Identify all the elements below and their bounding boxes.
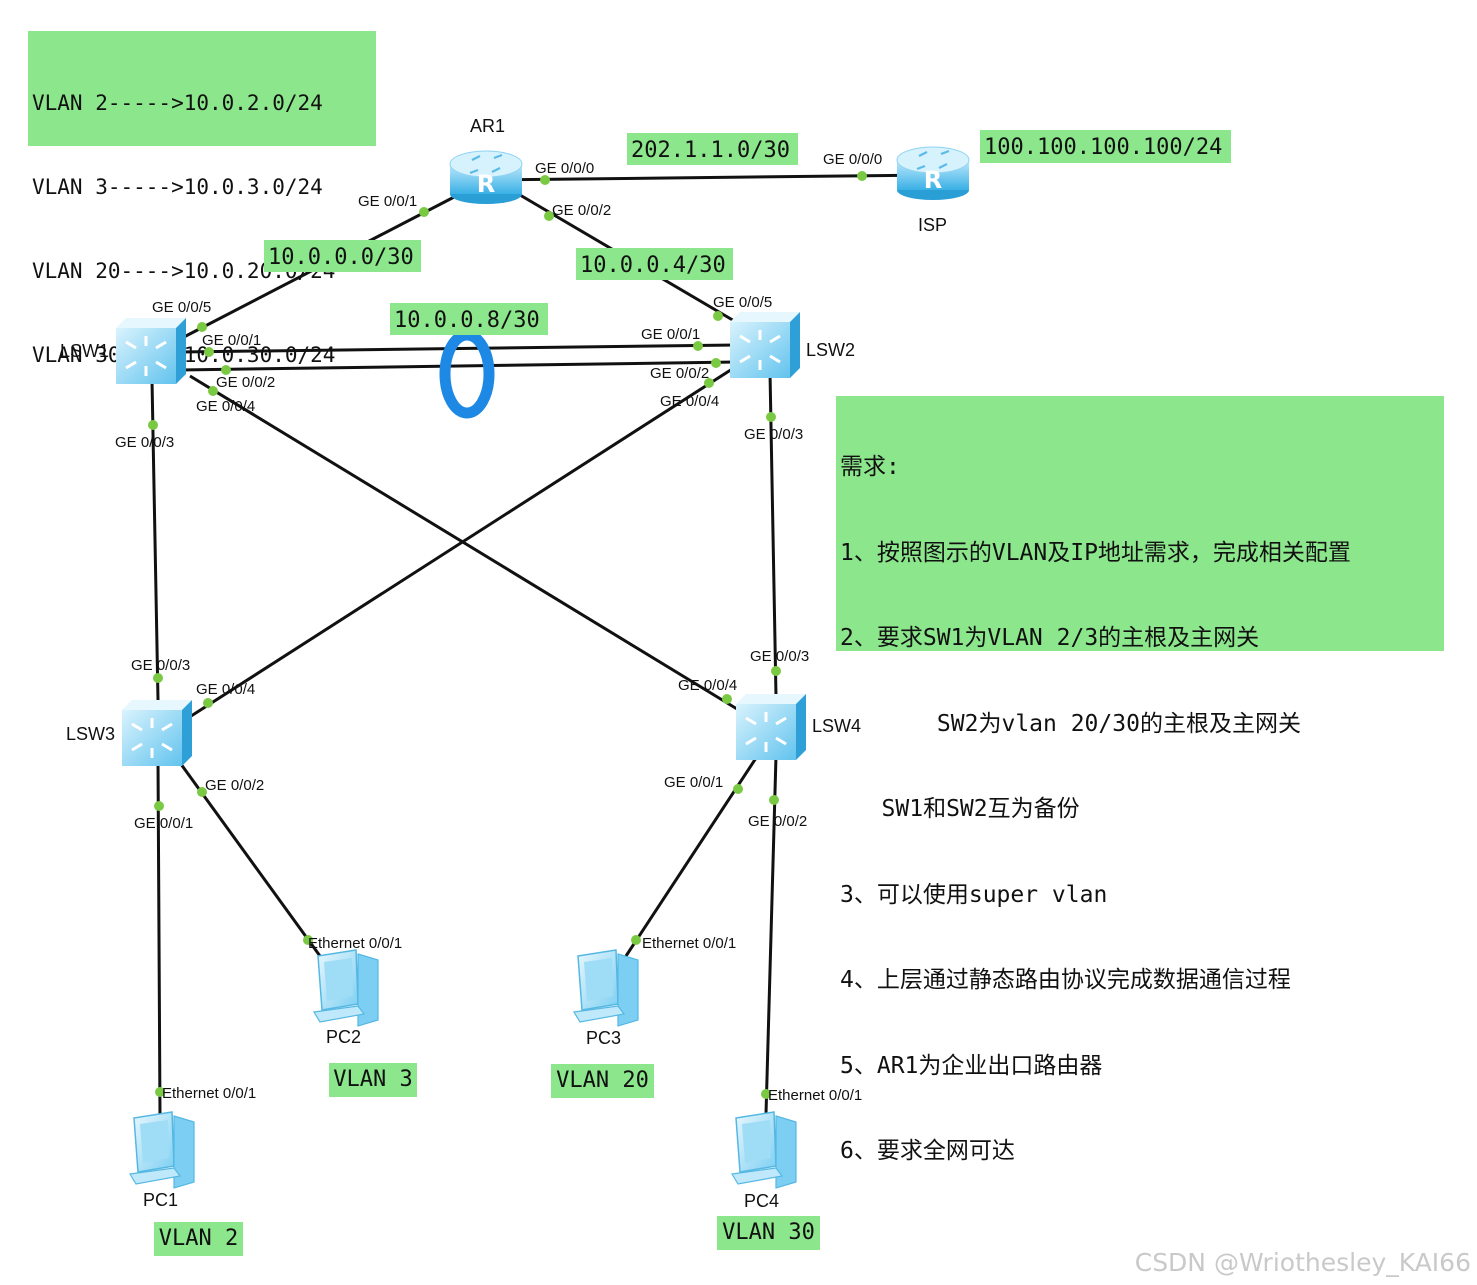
requirement-item: SW2为vlan 20/30的主根及主网关 [840, 710, 1301, 737]
port-label: Ethernet 0/0/1 [768, 1087, 862, 1104]
port-dots [148, 171, 867, 1099]
port-label: GE 0/0/2 [650, 365, 709, 382]
link-ar1-isp [489, 173, 931, 182]
label-lsw4: LSW4 [812, 716, 861, 736]
pc2-icon [313, 949, 379, 1027]
requirement-item: 4、上层通过静态路由协议完成数据通信过程 [840, 967, 1291, 993]
port-label: GE 0/0/3 [750, 648, 809, 665]
requirement-item: 1、按照图示的VLAN及IP地址需求，完成相关配置 [840, 539, 1351, 566]
subnet-ar1-isp: 202.1.1.0/30 [631, 138, 790, 163]
vlan-map-line: VLAN 2----->10.0.2.0/24 [32, 91, 323, 115]
port-label: GE 0/0/1 [358, 193, 417, 210]
port-label: GE 0/0/3 [115, 434, 174, 451]
requirements-note: 需求: 1、按照图示的VLAN及IP地址需求，完成相关配置 2、要求SW1为VL… [836, 396, 1444, 1164]
requirement-item: 3、可以使用super vlan [840, 881, 1108, 908]
vlan-tag-pc1: VLAN 2 [154, 1222, 243, 1256]
port-label: Ethernet 0/0/1 [308, 935, 402, 952]
link-lsw1-lsw2-b [179, 360, 737, 372]
port-label: GE 0/0/2 [552, 202, 611, 219]
router-ar1-icon [448, 149, 524, 206]
port-label: GE 0/0/1 [641, 326, 700, 343]
port-label: GE 0/0/1 [664, 774, 723, 791]
eth-trunk-icon [439, 329, 495, 419]
port-label: GE 0/0/2 [216, 374, 275, 391]
switch-lsw4-icon [734, 692, 808, 762]
port-label: Ethernet 0/0/1 [642, 935, 736, 952]
link-lsw3-pc1 [156, 759, 162, 1117]
subnet-lsw1-lsw2: 10.0.0.8/30 [394, 308, 540, 333]
port-label: GE 0/0/5 [152, 299, 211, 316]
label-lsw2: LSW2 [806, 340, 855, 360]
requirement-item: 2、要求SW1为VLAN 2/3的主根及主网关 [840, 625, 1260, 651]
label-isp: ISP [918, 215, 947, 235]
vlan-tag-pc2: VLAN 3 [329, 1063, 417, 1097]
link-lsw1-lsw4 [189, 374, 743, 714]
pc3-icon [573, 949, 639, 1027]
port-label: GE 0/0/3 [131, 657, 190, 674]
port-label: GE 0/0/0 [535, 160, 594, 177]
label-pc2: PC2 [326, 1027, 361, 1047]
port-label: GE 0/0/4 [196, 398, 255, 415]
link-lsw1-lsw2-a [179, 343, 737, 354]
link-lsw1-lsw3 [150, 379, 160, 701]
port-label: GE 0/0/4 [660, 393, 719, 410]
port-label: GE 0/0/1 [202, 332, 261, 349]
port-label: GE 0/0/5 [713, 294, 772, 311]
requirement-item: 6、要求全网可达 [840, 1138, 1015, 1164]
vlan-tag-pc4: VLAN 30 [717, 1216, 820, 1250]
link-lsw2-lsw4 [768, 371, 778, 697]
port-label: GE 0/0/1 [134, 815, 193, 832]
port-label: GE 0/0/2 [205, 777, 264, 794]
label-pc3: PC3 [586, 1028, 621, 1048]
router-isp-icon [895, 145, 971, 202]
link-lsw4-pc4 [764, 755, 778, 1115]
port-label: GE 0/0/4 [196, 681, 255, 698]
port-label: GE 0/0/4 [678, 677, 737, 694]
watermark: CSDN @Wriothesley_KAI66 [1134, 1248, 1471, 1277]
requirements-heading: 需求: [840, 454, 900, 480]
label-lsw1: LSW1 [60, 341, 109, 361]
port-label: GE 0/0/3 [744, 426, 803, 443]
switch-lsw3-icon [120, 698, 194, 768]
pc1-icon [129, 1111, 195, 1189]
label-ar1: AR1 [470, 116, 505, 136]
link-lsw2-lsw3 [187, 362, 741, 720]
label-pc1: PC1 [143, 1190, 178, 1210]
requirement-item: SW1和SW2互为备份 [840, 796, 1080, 822]
subnet-ar1-lsw2: 10.0.0.4/30 [580, 253, 726, 278]
pc4-icon [731, 1111, 797, 1189]
port-label: GE 0/0/2 [748, 813, 807, 830]
requirement-item: 5、AR1为企业出口路由器 [840, 1052, 1103, 1079]
vlan-map-line: VLAN 3----->10.0.3.0/24 [32, 175, 323, 199]
subnet-ar1-lsw1: 10.0.0.0/30 [268, 245, 414, 270]
vlan-tag-pc3: VLAN 20 [551, 1064, 654, 1098]
switch-lsw1-icon [114, 316, 188, 386]
label-lsw3: LSW3 [66, 724, 115, 744]
subnet-isp: 100.100.100.100/24 [984, 135, 1222, 160]
switch-lsw2-icon [728, 310, 802, 380]
port-label: Ethernet 0/0/1 [162, 1085, 256, 1102]
label-pc4: PC4 [744, 1191, 779, 1211]
port-label: GE 0/0/0 [823, 151, 882, 168]
